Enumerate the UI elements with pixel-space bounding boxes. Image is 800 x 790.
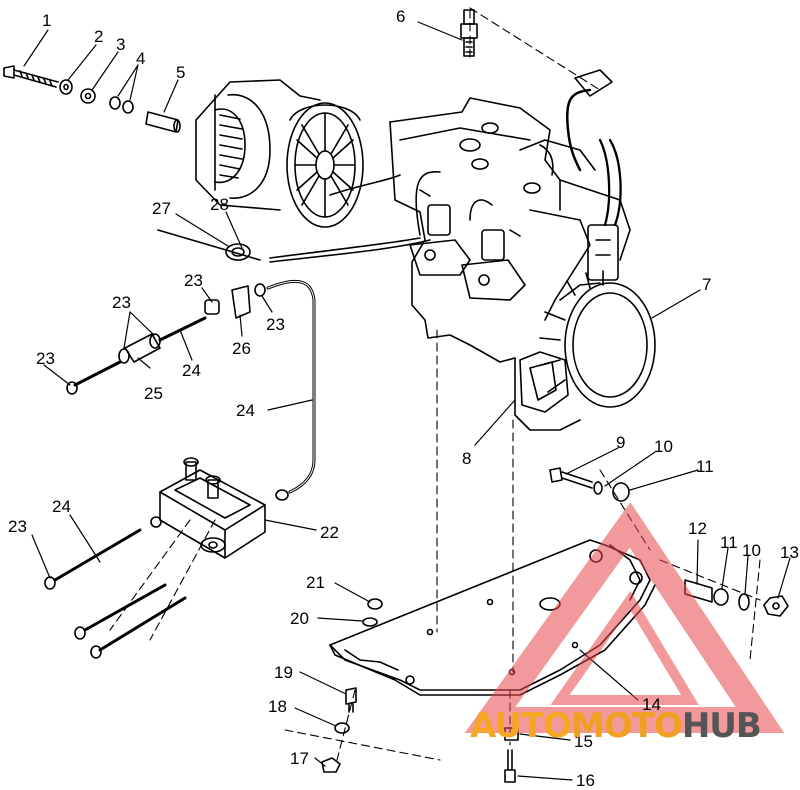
callout-3: 3: [116, 35, 126, 54]
watermark-hub: HUB: [681, 706, 762, 746]
callout-23c: 23: [112, 293, 131, 312]
callout-21: 21: [306, 573, 325, 592]
callout-23d: 23: [36, 349, 55, 368]
bolt-16: [504, 749, 516, 783]
watermark-text: AUTOMOTOHUB: [470, 706, 762, 746]
stud-19: [345, 687, 357, 713]
fuel-pump-22: [150, 457, 289, 559]
washer-2: [59, 79, 73, 95]
engine-block: [389, 97, 656, 431]
callout-25: 25: [144, 384, 163, 403]
bolt-1: [3, 65, 59, 88]
callout-26: 26: [232, 339, 251, 358]
callout-9: 9: [616, 433, 626, 452]
washer-10: [593, 481, 603, 495]
callout-6: 6: [396, 7, 406, 26]
callout-4: 4: [136, 49, 146, 68]
fuel-filter-25: [124, 333, 161, 363]
callout-15: 15: [574, 732, 593, 751]
callout-19: 19: [274, 663, 293, 682]
wire-a: [269, 237, 421, 259]
callout-27: 27: [152, 199, 171, 218]
leader-lines: [23, 21, 791, 781]
callout-2: 2: [94, 27, 104, 46]
clamp-28: [225, 243, 251, 261]
callout-11: 11: [696, 457, 714, 476]
callout-24c: 24: [52, 497, 71, 516]
callout-23e: 23: [8, 517, 27, 536]
callout-10: 10: [654, 437, 673, 456]
callout-8: 8: [462, 449, 472, 468]
watermark-auto: AUTO: [470, 706, 572, 746]
callout-13: 13: [780, 543, 799, 562]
nut-17: [321, 757, 341, 773]
callout-17: 17: [290, 749, 309, 768]
spark-plug-6: [460, 9, 478, 57]
spacer-5: [145, 111, 179, 133]
spacer-11: [612, 482, 630, 502]
callout-24a: 24: [182, 361, 201, 380]
callout-24b: 24: [236, 401, 255, 420]
clutch-assembly: [195, 79, 364, 228]
callout-10b: 10: [742, 541, 761, 560]
callout-11b: 11: [720, 533, 738, 552]
callout-16: 16: [576, 771, 595, 790]
callout-5: 5: [176, 63, 186, 82]
washer-20: [362, 617, 378, 627]
watermark-moto: MOTO: [570, 706, 683, 746]
nut-21: [367, 598, 383, 610]
callout-7: 7: [702, 275, 712, 294]
washer-18: [334, 722, 350, 734]
callout-22: 22: [320, 523, 339, 542]
nut-13: [763, 595, 789, 617]
watermark-logo: [464, 502, 785, 733]
callout-23b: 23: [266, 315, 285, 334]
reference-lines: [109, 7, 761, 761]
callout-28: 28: [210, 195, 229, 214]
callout-23a: 23: [184, 271, 203, 290]
callout-18: 18: [268, 697, 287, 716]
fitting-26: [231, 285, 251, 319]
callout-1: 1: [42, 11, 52, 30]
callout-14: 14: [642, 695, 661, 714]
callout-20: 20: [290, 609, 309, 628]
callout-12: 12: [688, 519, 707, 538]
bolt-9: [549, 467, 563, 483]
